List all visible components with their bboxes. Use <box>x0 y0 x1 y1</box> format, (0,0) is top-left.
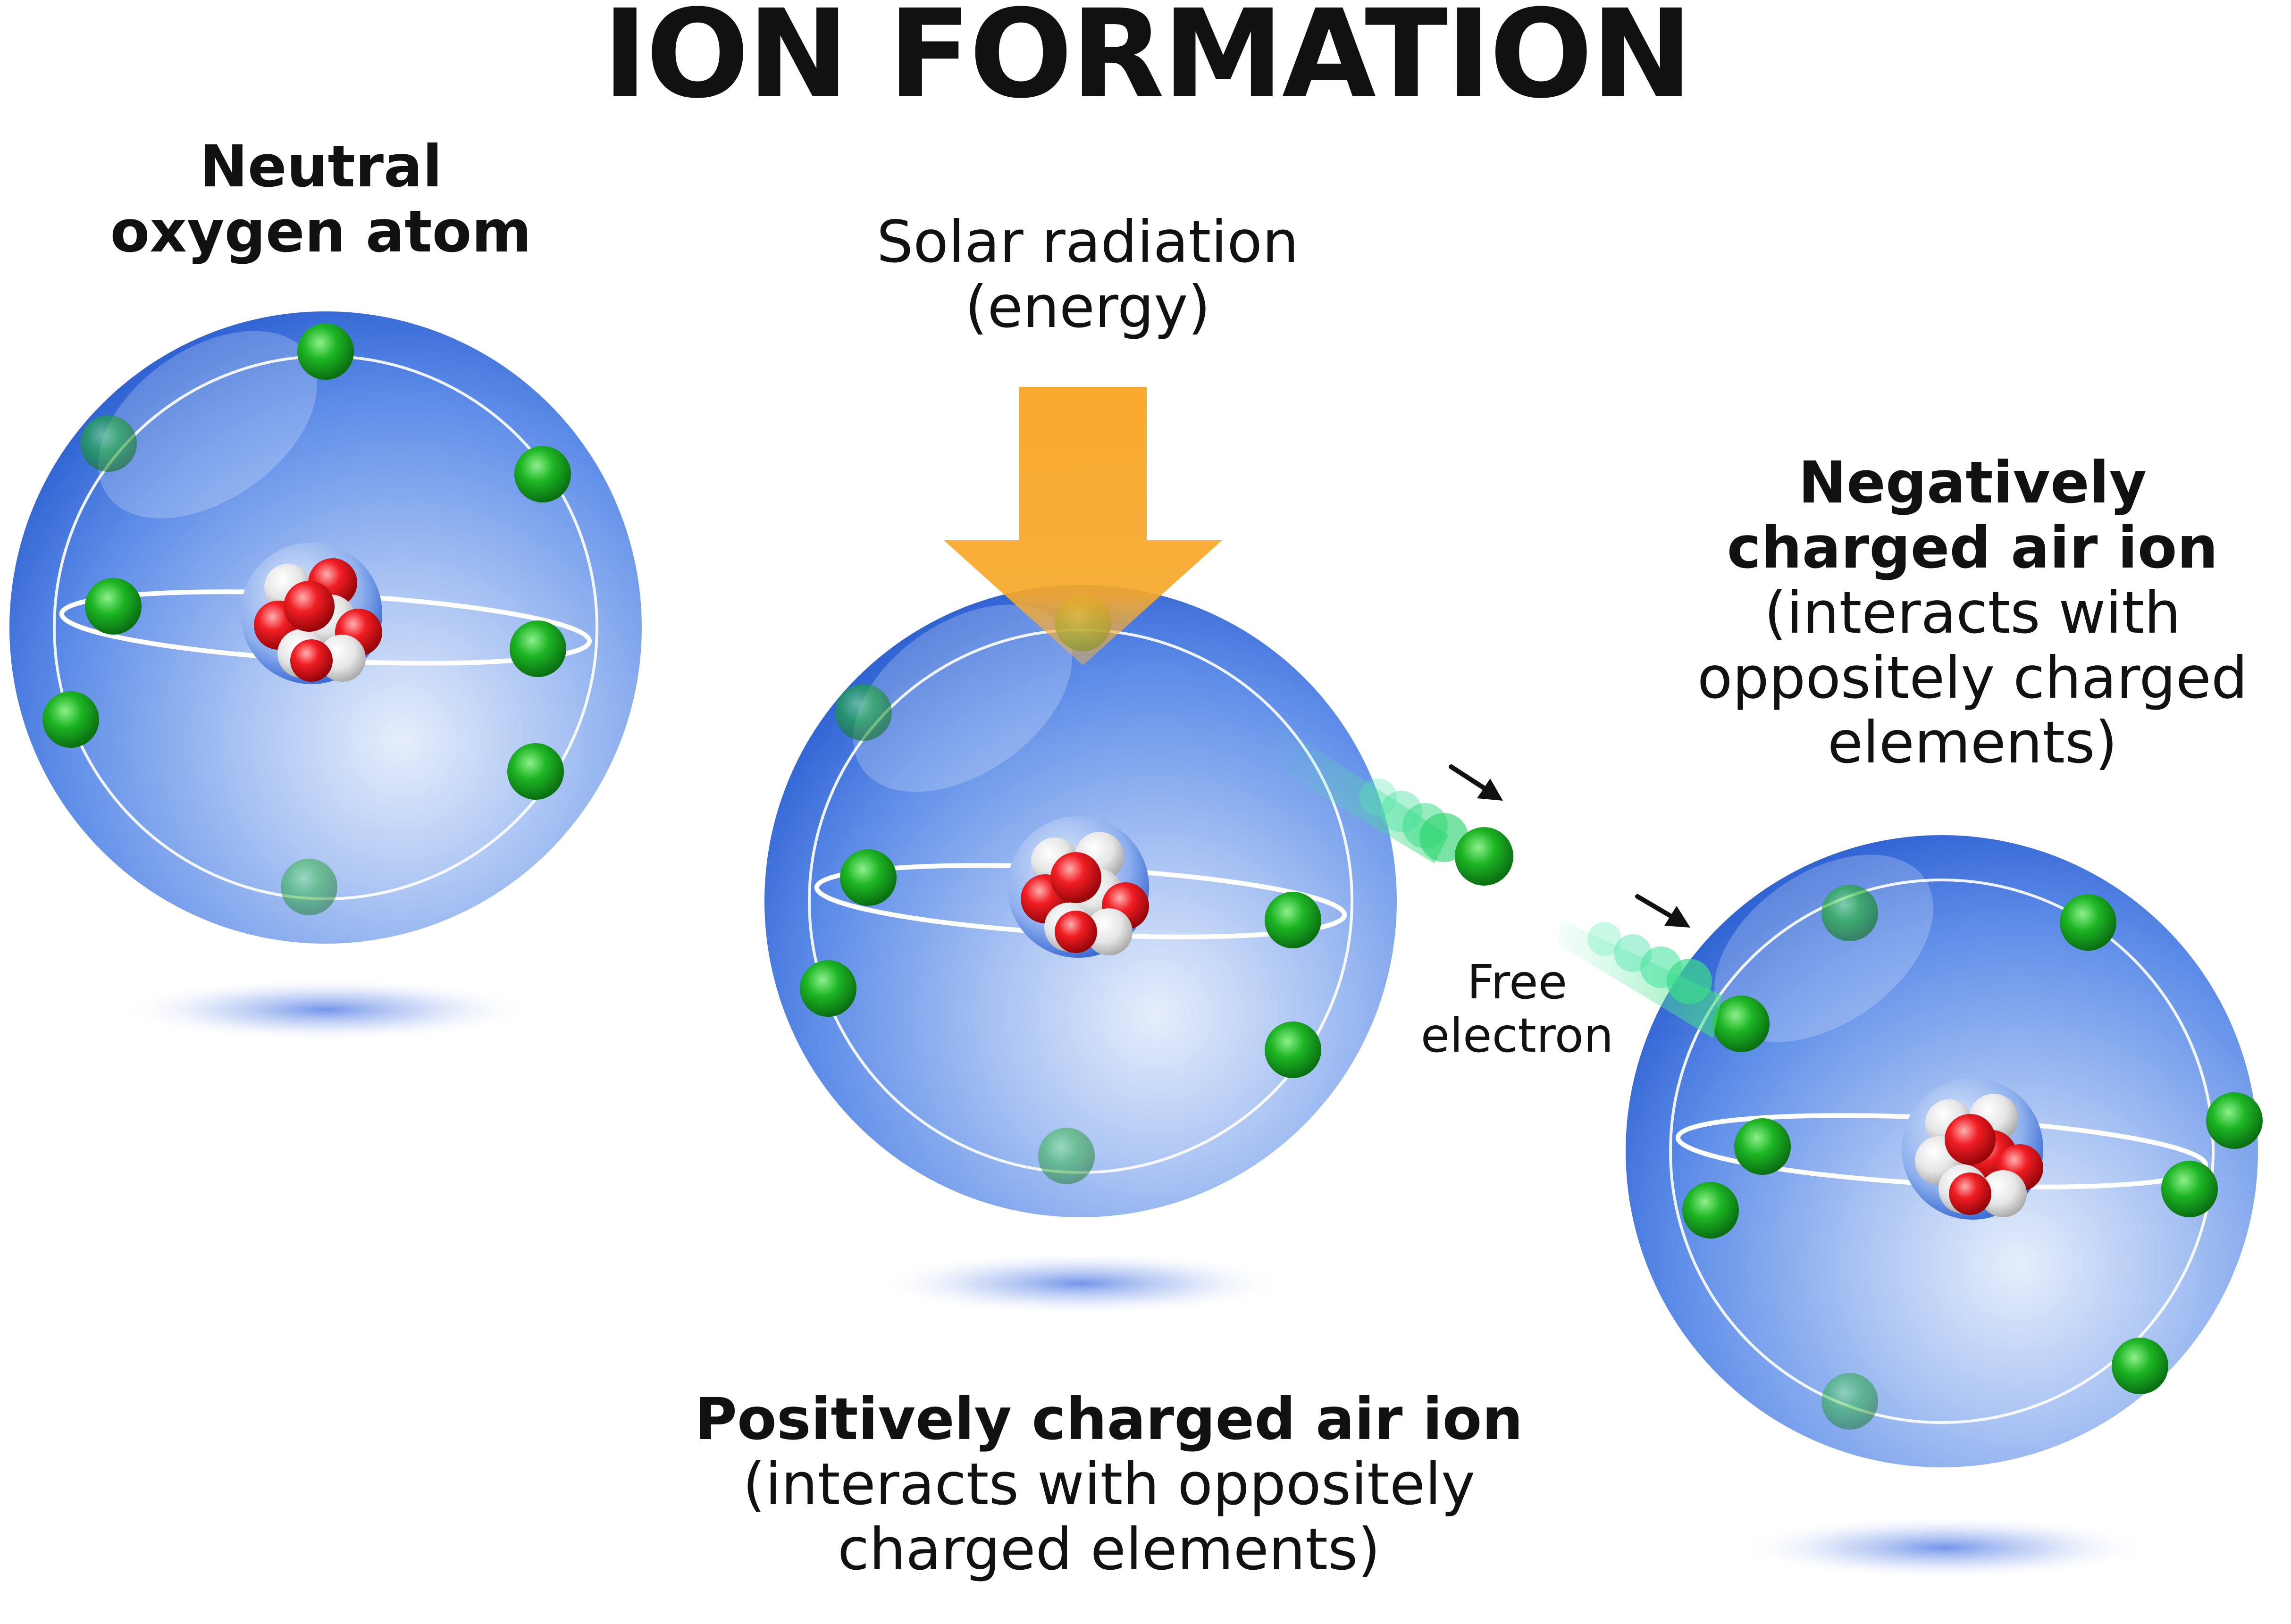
positive-ion-shadow <box>873 1251 1288 1315</box>
electron <box>840 849 897 906</box>
neutral-atom-nucleus <box>254 558 382 682</box>
negative-air-ion <box>1626 835 2263 1467</box>
motion-arrow-icon <box>1635 894 1690 928</box>
electron <box>2112 1338 2168 1394</box>
neutral-atom-electrons <box>42 323 571 915</box>
negative-ion-orbit-ring <box>1669 879 2215 1424</box>
positive-air-ion <box>764 585 1397 1217</box>
positive-ion-nucleus <box>1021 832 1149 955</box>
page-title: ION FORMATION <box>602 0 1693 125</box>
label-line: Solar radiation <box>876 209 1299 276</box>
electron <box>2206 1092 2263 1149</box>
label-line: (interacts with <box>1764 579 2181 646</box>
electron <box>507 743 564 800</box>
positive-ion-label: Positively charged air ion (interacts wi… <box>670 1387 1548 1582</box>
negative-ion-electrons <box>1682 885 2263 1430</box>
neutral-atom-label: Neutral oxygen atom <box>85 134 557 265</box>
negative-ion-highlight <box>1714 854 1933 1042</box>
solar-radiation-label: Solar radiation (energy) <box>793 209 1383 341</box>
neutral-oxygen-atom <box>9 311 642 944</box>
label-line: Free <box>1467 954 1568 1010</box>
label-line: oppositely charged <box>1697 644 2248 712</box>
free-electron <box>1455 827 1513 886</box>
neutral-atom-highlight <box>98 331 317 519</box>
electron <box>1682 1182 1739 1239</box>
label-line: elements) <box>1827 709 2118 777</box>
free-electron-trail <box>1269 722 1469 863</box>
negative-ion-label: Negatively charged air ion (interacts wi… <box>1642 449 2291 777</box>
negative-ion-shadow <box>1737 1515 2152 1580</box>
label-heading-line: Negatively <box>1798 449 2147 516</box>
electron <box>1265 1021 1321 1078</box>
electron <box>1265 892 1321 948</box>
label-line: charged elements) <box>837 1515 1381 1583</box>
electron <box>1734 1118 1791 1175</box>
electron <box>2060 894 2116 951</box>
electron <box>1038 1128 1095 1184</box>
label-line: (interacts with oppositely <box>742 1450 1476 1518</box>
label-line: oxygen atom <box>110 198 532 265</box>
label-line: electron <box>1420 1008 1614 1063</box>
electron <box>297 323 354 380</box>
electron <box>1821 885 1878 941</box>
electron <box>85 578 142 635</box>
label-heading-line: Positively charged air ion <box>695 1386 1523 1453</box>
label-line: (energy) <box>965 273 1211 341</box>
positive-ion-highlight <box>853 604 1072 792</box>
electron <box>800 960 856 1017</box>
solar-radiation-arrow <box>944 387 1222 665</box>
electron <box>1713 996 1770 1052</box>
electron <box>281 859 337 915</box>
motion-arrow-icon <box>1449 764 1503 801</box>
electron <box>42 691 99 748</box>
electron <box>1821 1373 1878 1430</box>
captured-electron-trail <box>1557 920 1722 1038</box>
label-line: Neutral <box>199 133 443 200</box>
negative-ion-nucleus <box>1915 1094 2043 1217</box>
neutral-atom-shadow <box>118 978 533 1042</box>
electron <box>514 446 571 502</box>
free-electron-label: Free electron <box>1368 955 1666 1062</box>
electron <box>2161 1161 2218 1217</box>
electron <box>510 620 566 677</box>
label-heading-line: charged air ion <box>1727 514 2218 581</box>
electron <box>835 684 892 741</box>
electron <box>80 415 137 472</box>
